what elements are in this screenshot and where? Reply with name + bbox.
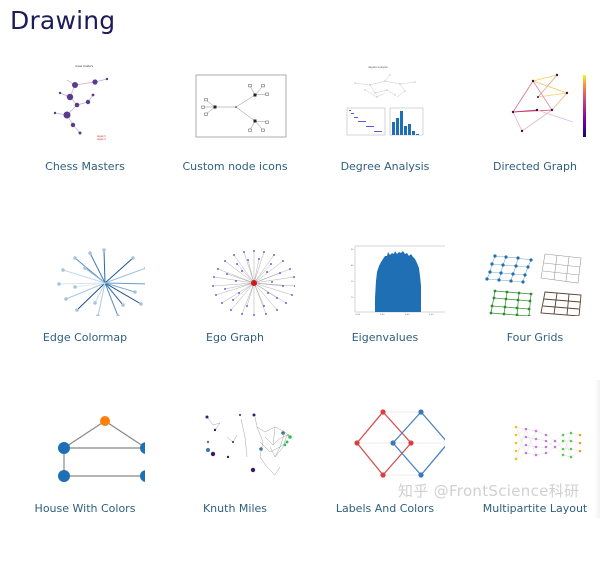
gallery-item-labels-and-colors[interactable]: Labels And Colors	[310, 397, 460, 567]
gallery-item-label[interactable]: Multipartite Layout	[482, 502, 588, 515]
gallery-item-four-grids[interactable]: Four Grids	[460, 226, 600, 396]
page-edge-shadow	[594, 380, 600, 518]
multipartite-layout-thumbnail[interactable]	[475, 397, 595, 487]
labels-and-colors-thumbnail[interactable]	[325, 397, 445, 487]
gallery-item-label[interactable]: Directed Graph	[493, 160, 577, 173]
gallery-item-label[interactable]: Labels And Colors	[335, 502, 435, 515]
svg-text:1.00: 1.00	[429, 314, 434, 316]
custom-node-icons-thumbnail[interactable]	[175, 55, 295, 145]
gallery-item-directed-graph[interactable]: Directed Graph	[460, 55, 600, 225]
gallery-item-chess-masters[interactable]: chess masters legend legend	[10, 55, 160, 225]
gallery-item-ego-graph[interactable]: Ego Graph	[160, 226, 310, 396]
page-title: Drawing	[10, 6, 116, 35]
svg-text:40: 40	[351, 265, 354, 267]
gallery-grid: chess masters legend legend	[10, 55, 600, 515]
gallery-item-eigenvalues[interactable]: 50 40 20 10 -0.50 0.00 0.50 1.00 Eigenvalues	[310, 226, 460, 396]
knuth-miles-thumbnail[interactable]	[175, 397, 295, 487]
gallery-item-label[interactable]: Ego Graph	[206, 331, 264, 344]
gallery-item-label[interactable]: Knuth Miles	[202, 502, 268, 515]
gallery-item-label[interactable]: Custom node icons	[182, 160, 288, 173]
svg-text:legend: legend	[97, 134, 106, 138]
house-with-colors-thumbnail[interactable]	[25, 397, 145, 487]
directed-graph-thumbnail[interactable]	[475, 55, 595, 145]
gallery-item-label[interactable]: Chess Masters	[45, 160, 125, 173]
svg-text:degree analysis: degree analysis	[368, 65, 388, 69]
svg-text:20: 20	[351, 281, 354, 283]
svg-text:10: 10	[351, 297, 354, 299]
svg-text:0.50: 0.50	[405, 314, 410, 316]
gallery-item-degree-analysis[interactable]: degree analysis Degree Analysis	[310, 55, 460, 225]
watermark-text: 知乎 @FrontScience科研	[398, 482, 580, 500]
gallery-item-label[interactable]: Four Grids	[506, 331, 564, 344]
svg-text:-0.50: -0.50	[355, 314, 361, 316]
svg-text:0.00: 0.00	[380, 314, 385, 316]
gallery-item-label[interactable]: House With Colors	[34, 502, 136, 515]
gallery-item-label[interactable]: Edge Colormap	[42, 331, 128, 344]
gallery-item-edge-colormap[interactable]: Edge Colormap	[10, 226, 160, 396]
gallery-item-label[interactable]: Degree Analysis	[340, 160, 430, 173]
gallery-item-house-with-colors[interactable]: House With Colors	[10, 397, 160, 567]
gallery-item-label[interactable]: Eigenvalues	[351, 331, 419, 344]
chess-masters-thumbnail[interactable]: chess masters legend legend	[25, 55, 145, 145]
eigenvalues-thumbnail[interactable]: 50 40 20 10 -0.50 0.00 0.50 1.00	[325, 226, 445, 316]
svg-text:legend: legend	[97, 137, 106, 141]
gallery-item-multipartite-layout[interactable]: Multipartite Layout	[460, 397, 600, 567]
edge-colormap-thumbnail[interactable]	[25, 226, 145, 316]
four-grids-thumbnail[interactable]	[475, 226, 595, 316]
gallery-item-custom-node-icons[interactable]: Custom node icons	[160, 55, 310, 225]
ego-graph-thumbnail[interactable]	[175, 226, 295, 316]
svg-text:chess masters: chess masters	[75, 64, 94, 68]
degree-analysis-thumbnail[interactable]: degree analysis	[325, 55, 445, 145]
svg-text:50: 50	[351, 249, 354, 251]
gallery-item-knuth-miles[interactable]: Knuth Miles	[160, 397, 310, 567]
